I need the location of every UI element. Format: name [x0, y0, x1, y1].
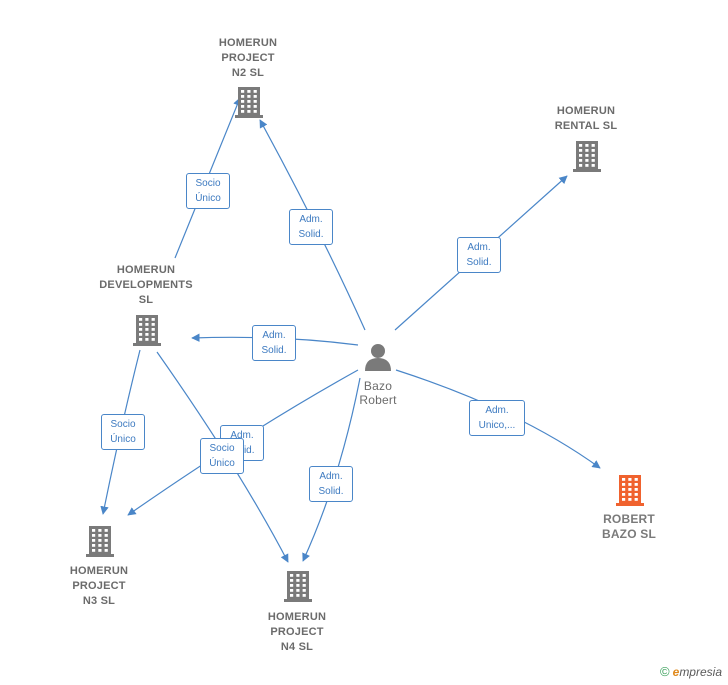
node-label-n2[interactable]: HOMERUN PROJECT N2 SL [218, 37, 278, 79]
edge-label[interactable]: Adm. Unico,... [469, 400, 525, 436]
node-label-n3[interactable]: HOMERUN PROJECT N3 SL [69, 565, 129, 607]
building-icon[interactable] [616, 475, 644, 506]
building-icon[interactable] [235, 87, 263, 118]
edge-label[interactable]: Adm. Solid. [252, 325, 296, 361]
node-label-dev[interactable]: HOMERUN DEVELOPMENTS SL [99, 264, 193, 306]
node-label-robert[interactable]: ROBERT BAZO SL [601, 512, 657, 541]
brand-logo-text: mpresia [679, 665, 722, 679]
building-icon[interactable] [284, 571, 312, 602]
building-icon[interactable] [86, 526, 114, 557]
brand-logo-e: e [672, 665, 680, 679]
edge-label[interactable]: Adm. Solid. [457, 237, 501, 273]
node-label-rental[interactable]: HOMERUN RENTAL SL [554, 105, 618, 132]
edge-label[interactable]: Adm. Solid. [309, 466, 353, 502]
node-label-person[interactable]: Bazo Robert [359, 379, 397, 407]
node-label-n4[interactable]: HOMERUN PROJECT N4 SL [267, 611, 327, 653]
copyright-icon: © [660, 664, 670, 679]
building-icon[interactable] [133, 315, 161, 346]
node-icons [86, 87, 644, 602]
edge-label[interactable]: Socio Único [186, 173, 230, 209]
edge-label[interactable]: Adm. Solid. [289, 209, 333, 245]
brand-watermark: ©empresia [660, 664, 722, 679]
edge-label[interactable]: Socio Único [200, 438, 244, 474]
building-icon[interactable] [573, 141, 601, 172]
person-icon[interactable] [365, 344, 391, 371]
edge-label[interactable]: Socio Único [101, 414, 145, 450]
